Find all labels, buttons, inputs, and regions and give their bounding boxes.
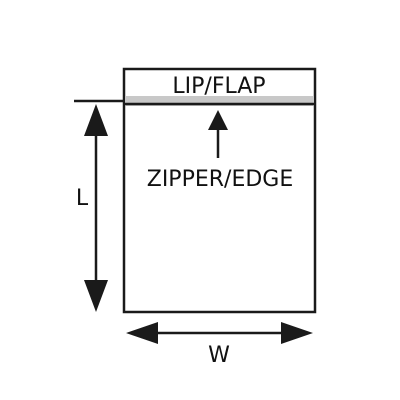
width-dimension-arrow [126, 322, 313, 344]
length-label: L [76, 186, 89, 211]
width-label: W [208, 343, 230, 368]
zipper-edge-label: ZIPPER/EDGE [147, 167, 293, 192]
zipper-seal-band [125, 96, 314, 106]
zipper-pointer-arrow [208, 110, 228, 158]
lip-flap-label: LIP/FLAP [172, 74, 265, 99]
bag-outline [122, 67, 317, 314]
length-dimension-arrow [84, 104, 108, 312]
